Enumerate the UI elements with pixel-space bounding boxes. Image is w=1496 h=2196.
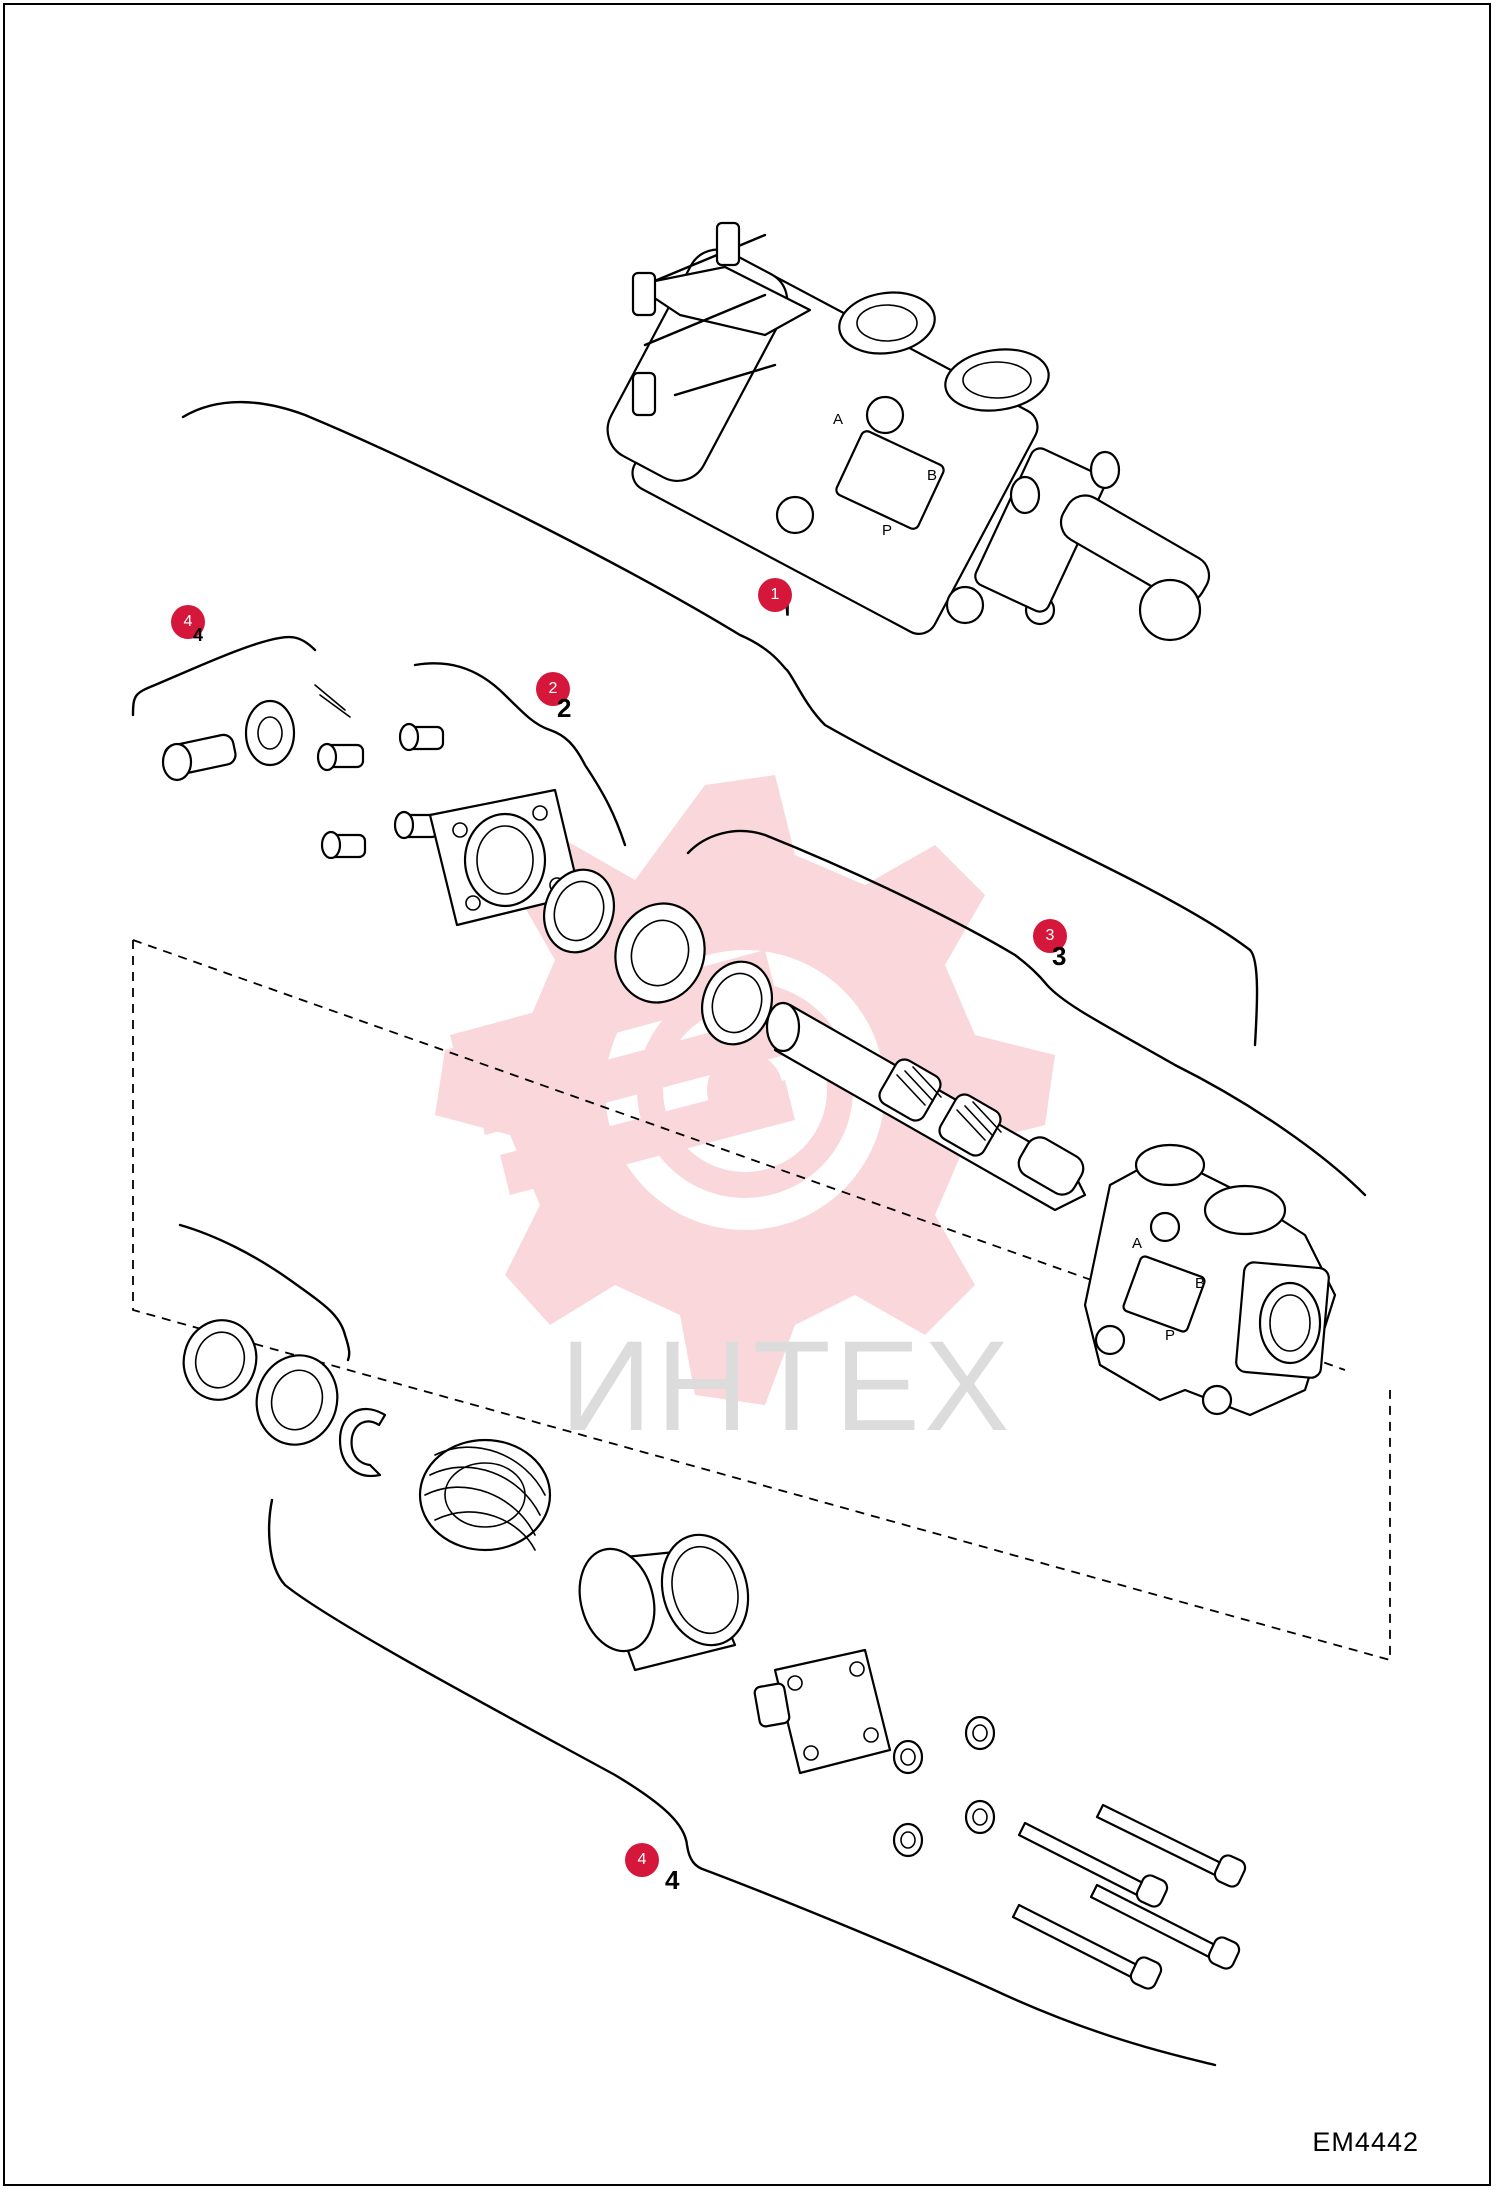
small-washers (892, 1715, 996, 1858)
brace-group-lower-washers (178, 1223, 351, 1362)
watermark-stripes (450, 950, 795, 1195)
spring-sleeve (578, 1533, 750, 1672)
group-4-upper-parts (161, 684, 445, 860)
callout-marker-4-lower[interactable]: 4 (625, 1843, 659, 1877)
callout-marker-1[interactable]: 1 (758, 578, 792, 612)
drawing-code: EM4442 (1312, 2127, 1419, 2157)
callout-marker-2[interactable]: 2 (536, 672, 570, 706)
brace-group-4-upper (131, 635, 317, 717)
spring (418, 1438, 552, 1552)
spool (765, 1001, 1087, 1212)
exploded-diagram-art (131, 221, 1391, 2067)
port-label-p: P (882, 522, 893, 539)
port-label-b: B (927, 467, 938, 484)
end-cap (753, 1648, 892, 1775)
callout-marker-3[interactable]: 3 (1033, 919, 1067, 953)
brace-group-4-lower (268, 1498, 1217, 2067)
watermark-text: ИНТЕХ (560, 1315, 1014, 1458)
flange-plate (428, 788, 582, 927)
callout-number-3: 3 (1052, 941, 1067, 971)
callout-number-4-lower: 4 (665, 1865, 680, 1895)
callout-number-4-upper: 4 (193, 625, 204, 645)
assembled-valve (606, 221, 1211, 642)
brace-group-2 (413, 662, 627, 847)
washer-set-lower (182, 1319, 387, 1478)
port-label-a: A (833, 411, 844, 428)
port-label-a-body: A (1132, 1235, 1143, 1252)
port-label-b-body: B (1195, 1275, 1206, 1292)
tie-bolts (1011, 1803, 1247, 1990)
callout-marker-4-upper[interactable]: 4 (171, 605, 205, 639)
watermark-gear-center (707, 1052, 783, 1128)
port-label-p-body: P (1165, 1327, 1176, 1344)
dashed-assembly-outline (132, 939, 1391, 1662)
brace-top-assembly (181, 400, 1259, 1047)
diagram-frame: ИНТЕХ (3, 3, 1491, 2186)
brace-group-3 (686, 829, 1367, 1197)
callout-number-2: 2 (557, 693, 572, 723)
valve-body (1083, 1143, 1337, 1417)
seal-rings-upper (543, 868, 773, 1046)
